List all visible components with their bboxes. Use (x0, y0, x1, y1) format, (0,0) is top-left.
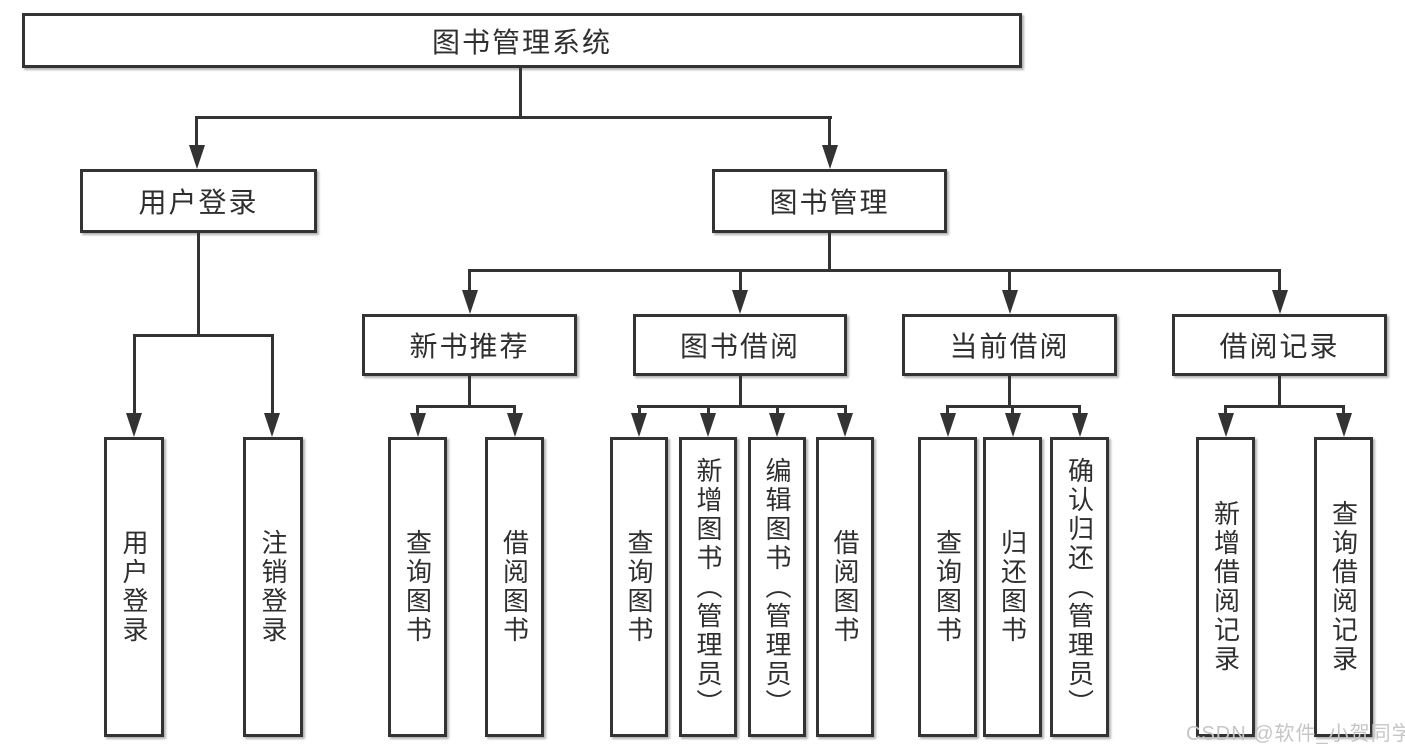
connector-borrowrecords-drop2 (1342, 405, 1345, 416)
leaf-newbook-borrow-books-label: 借阅图书 (499, 529, 530, 645)
leaf-borrow-query-books-label: 查询图书 (624, 529, 654, 645)
connector-currentborrow-drop1 (946, 405, 949, 416)
connector-borrowrecords-drop1 (1224, 405, 1227, 416)
connector-bookmgmt-drop4 (1278, 269, 1281, 293)
node-current-borrow: 当前借阅 (902, 314, 1117, 376)
node-user-login: 用户登录 (80, 169, 317, 233)
connector-bookborrow-drop1 (638, 405, 641, 416)
node-book-management-label: 图书管理 (769, 187, 890, 218)
arrow-down-icon (700, 413, 716, 437)
connector-bookmgmt-split (468, 269, 1281, 272)
node-new-book-recommend: 新书推荐 (362, 314, 577, 376)
connector-userlogin-split (133, 334, 274, 337)
connector-bookmgmt-drop3 (1008, 269, 1011, 293)
leaf-borrow-add-books-admin: 新增图书（管理员） (679, 437, 737, 737)
node-new-book-recommend-label: 新书推荐 (409, 331, 530, 362)
connector-userlogin-stub (197, 233, 200, 337)
leaf-borrow-edit-books-admin-label: 编辑图书（管理员） (762, 456, 792, 718)
connector-borrowrecords-stub (1278, 376, 1281, 408)
leaf-newbook-borrow-books: 借阅图书 (485, 437, 544, 737)
leaf-borrow-query-books: 查询图书 (610, 437, 668, 737)
arrow-down-icon (507, 413, 523, 437)
arrow-down-icon (631, 413, 647, 437)
node-root-label: 图书管理系统 (431, 26, 612, 58)
arrow-down-icon (1005, 413, 1021, 437)
node-current-borrow-label: 当前借阅 (949, 331, 1070, 362)
arrow-down-icon (769, 413, 785, 437)
connector-userlogin-drop2 (271, 334, 274, 415)
connector-root-drop-left (195, 116, 198, 148)
arrow-down-icon (822, 145, 838, 169)
arrow-down-icon (264, 413, 280, 437)
node-root-library-system: 图书管理系统 (22, 13, 1022, 68)
arrow-down-icon (1218, 413, 1234, 437)
connector-bookmgmt-drop2 (739, 269, 742, 293)
arrow-down-icon (1072, 413, 1088, 437)
leaf-borrow-borrow-books-label: 借阅图书 (830, 529, 860, 645)
arrow-down-icon (1002, 290, 1018, 314)
connector-root-drop-right (828, 116, 831, 148)
leaf-borrow-add-books-admin-label: 新增图书（管理员） (693, 456, 723, 718)
leaf-user-login: 用户登录 (104, 437, 164, 737)
leaf-borrow-edit-books-admin: 编辑图书（管理员） (748, 437, 806, 737)
leaf-records-query-record: 查询借阅记录 (1314, 437, 1373, 737)
node-borrow-records: 借阅记录 (1172, 314, 1387, 376)
csdn-watermark: CSDN @软件_小贺同学 (1186, 723, 1405, 745)
leaf-current-confirm-return-admin-label: 确认归还（管理员） (1064, 456, 1095, 718)
leaf-current-query-books-label: 查询图书 (932, 529, 963, 645)
leaf-current-query-books: 查询图书 (918, 437, 977, 737)
arrow-down-icon (1336, 413, 1352, 437)
connector-root-stub (519, 68, 522, 118)
connector-newbook-drop1 (416, 405, 419, 416)
connector-newbook-stub (468, 376, 471, 408)
arrow-down-icon (732, 290, 748, 314)
leaf-records-add-record-label: 新增借阅记录 (1210, 500, 1241, 674)
arrow-down-icon (837, 413, 853, 437)
connector-bookmgmt-stub (828, 233, 831, 272)
connector-newbook-split (416, 405, 516, 408)
leaf-logout: 注销登录 (243, 437, 303, 737)
leaf-current-return-books-label: 归还图书 (997, 529, 1028, 645)
connector-borrowrecords-split (1224, 405, 1345, 408)
arrow-down-icon (940, 413, 956, 437)
arrow-down-icon (410, 413, 426, 437)
leaf-user-login-label: 用户登录 (119, 529, 149, 645)
connector-newbook-drop2 (513, 405, 516, 416)
connector-currentborrow-drop2 (1011, 405, 1014, 416)
connector-bookborrow-drop2 (707, 405, 710, 416)
leaf-newbook-query-books-label: 查询图书 (402, 529, 433, 645)
connector-root-split (196, 116, 832, 119)
arrow-down-icon (1272, 290, 1288, 314)
leaf-newbook-query-books: 查询图书 (388, 437, 447, 737)
connector-userlogin-drop1 (133, 334, 136, 415)
leaf-records-add-record: 新增借阅记录 (1196, 437, 1255, 737)
connector-bookmgmt-drop1 (468, 269, 471, 293)
node-book-borrow: 图书借阅 (633, 314, 847, 376)
leaf-borrow-borrow-books: 借阅图书 (816, 437, 874, 737)
leaf-logout-label: 注销登录 (258, 529, 288, 645)
connector-bookborrow-drop3 (776, 405, 779, 416)
connector-bookborrow-stub (739, 376, 742, 408)
leaf-current-return-books: 归还图书 (983, 437, 1042, 737)
connector-currentborrow-drop3 (1078, 405, 1081, 416)
connector-currentborrow-stub (1008, 376, 1011, 408)
arrow-down-icon (126, 413, 142, 437)
connector-bookborrow-split (637, 405, 846, 408)
connector-bookborrow-drop4 (844, 405, 847, 416)
node-user-login-label: 用户登录 (138, 187, 259, 218)
leaf-current-confirm-return-admin: 确认归还（管理员） (1050, 437, 1109, 737)
leaf-records-query-record-label: 查询借阅记录 (1328, 500, 1359, 674)
node-borrow-records-label: 借阅记录 (1219, 331, 1340, 362)
node-book-management: 图书管理 (712, 169, 947, 233)
node-book-borrow-label: 图书借阅 (679, 331, 800, 362)
arrow-down-icon (462, 290, 478, 314)
arrow-down-icon (189, 145, 205, 169)
